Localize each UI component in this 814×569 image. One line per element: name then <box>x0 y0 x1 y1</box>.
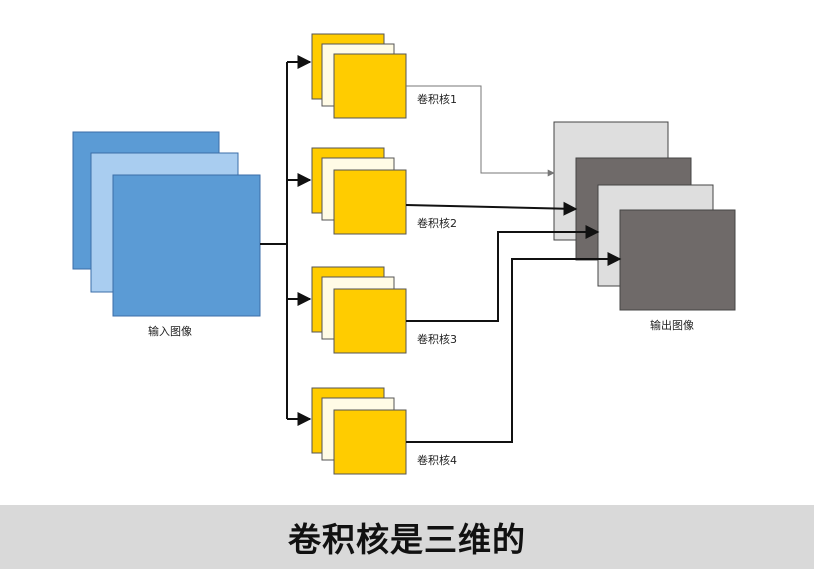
kernel-3-stack <box>311 266 407 354</box>
kernel-1-stack <box>311 33 407 119</box>
input-channel-3 <box>112 174 261 317</box>
input-connector <box>260 55 312 426</box>
kernel-2-arrow <box>405 201 578 216</box>
kernel-4-label: 卷积核4 <box>417 453 457 467</box>
kernel-1-label: 卷积核1 <box>417 92 457 106</box>
output-channel-4 <box>619 209 736 311</box>
kernel-4-stack <box>311 387 407 475</box>
kernel-3-arrow <box>406 225 600 322</box>
caption-bar: 卷积核是三维的 <box>0 505 814 569</box>
kernel-1-arrow <box>406 85 555 177</box>
kernel-2-stack <box>311 147 407 235</box>
caption-text: 卷积核是三维的 <box>288 520 526 559</box>
kernel-3-label: 卷积核3 <box>417 332 457 346</box>
kernel-2-label: 卷积核2 <box>417 216 457 230</box>
output-image-label: 输出图像 <box>650 318 694 332</box>
kernel-4-arrow <box>406 252 622 443</box>
output-image-stack <box>553 121 736 311</box>
convolution-diagram: 输入图像 卷积核1 卷积核2 卷积核3 卷积核4 <box>0 0 814 505</box>
input-image-stack <box>72 131 261 317</box>
input-image-label: 输入图像 <box>148 324 192 338</box>
